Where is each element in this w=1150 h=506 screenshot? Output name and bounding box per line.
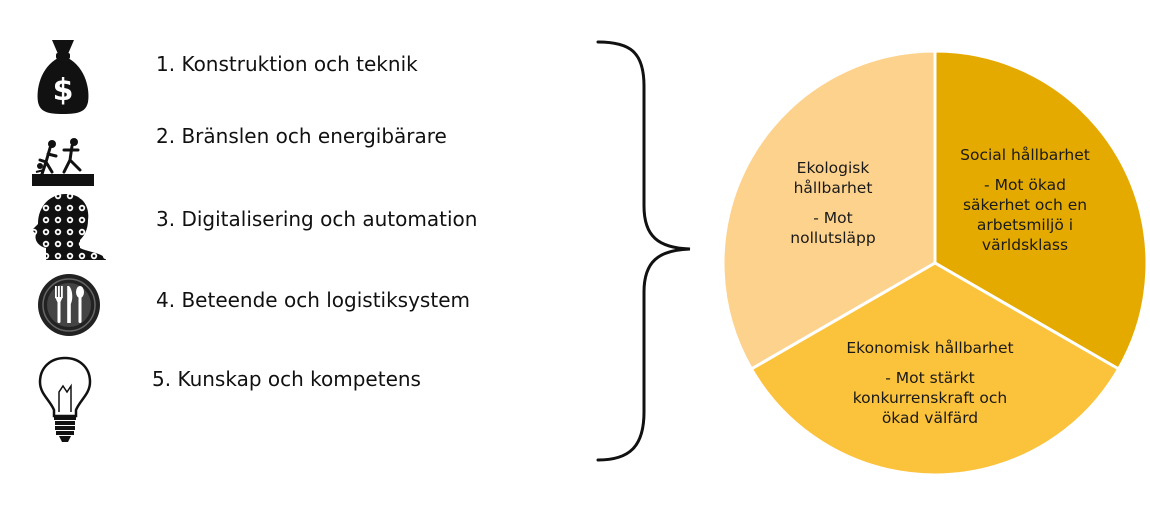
light-bulb-icon	[36, 354, 94, 451]
plate-cutlery-icon	[36, 272, 102, 343]
segment-ekologisk-text: Ekologisk hållbarhet - Mot nollutsläpp	[790, 159, 876, 247]
curly-brace	[590, 36, 700, 471]
list-item-1: 1. Konstruktion och teknik	[156, 52, 418, 76]
money-bag-icon: $	[34, 38, 92, 121]
pie-segment-ekologisk	[721, 49, 937, 372]
list-item-5: 5. Kunskap och kompetens	[152, 367, 421, 391]
list-item-3: 3. Digitalisering och automation	[156, 207, 478, 231]
svg-text:$: $	[53, 73, 74, 108]
people-running-icon	[30, 136, 94, 193]
list-item-2: 2. Bränslen och energibärare	[156, 124, 447, 148]
head-gears-icon	[28, 190, 108, 267]
list-item-4: 4. Beteende och logistiksystem	[156, 288, 470, 312]
segment-social-text: Social hållbarhet - Mot ökad säkerhet oc…	[960, 146, 1090, 254]
pie-segment-social	[933, 49, 1149, 372]
pie-segment-ekonomisk	[749, 261, 1121, 477]
segment-ekonomisk-text: Ekonomisk hållbarhet - Mot stärkt konkur…	[846, 339, 1014, 427]
sustainability-pie	[720, 49, 1150, 485]
